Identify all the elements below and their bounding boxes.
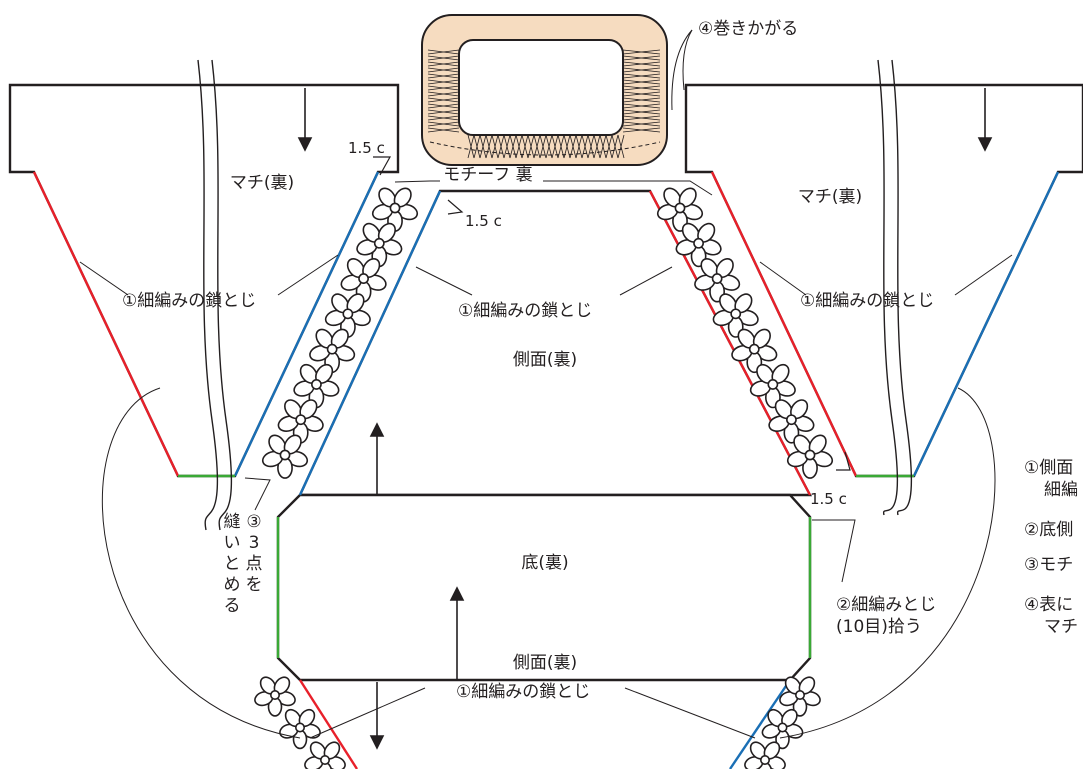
break-lines (197, 59, 913, 531)
sew-char: る (224, 596, 241, 616)
margin-markers (373, 156, 851, 471)
flower-motif (371, 187, 419, 232)
sew-char: め (224, 575, 241, 595)
flower-motif (786, 434, 834, 479)
note-2-line1: ②底側 (1024, 520, 1073, 540)
seam-machi-right-blue (912, 171, 1060, 477)
seam-machi-left-blue (233, 171, 380, 477)
flower-motif (277, 399, 324, 444)
note-4-line2: マチ (1044, 617, 1078, 637)
flower-motif (749, 363, 796, 409)
flower-motif (744, 741, 786, 769)
seam-bottom-side-blue (729, 679, 791, 769)
sew-char: 縫 (224, 512, 241, 532)
flower-motif-strips (254, 187, 834, 769)
seam-machi-left-red (32, 171, 180, 477)
label-margin-1: 1.5 c (348, 139, 385, 157)
flower-motif (694, 258, 741, 303)
sew-char: と (224, 554, 241, 574)
direction-arrows (297, 88, 993, 750)
label-machi-right: マチ(裏) (798, 186, 862, 207)
label-whipstitch: ④巻きかがる (698, 19, 798, 39)
label-chain-join-bottom: ①細編みの鎖とじ (456, 682, 590, 702)
note-1-line2: 細編 (1044, 480, 1078, 500)
label-side-bottom: 側面(裏) (513, 652, 577, 673)
flower-motif (761, 708, 804, 750)
sew-char: 3 (249, 533, 260, 553)
label-chain-join-right: ①細編みの鎖とじ (800, 291, 934, 311)
seam-machi-right-red (710, 171, 858, 477)
flower-motif (309, 328, 356, 374)
flower-motif (279, 708, 321, 750)
flower-motif (304, 741, 346, 769)
label-margin-3: 1.5 c (810, 490, 847, 508)
flower-motif (779, 676, 821, 717)
note-1-line1: ①側面 (1024, 458, 1073, 478)
flower-motif (340, 258, 387, 303)
flower-motif (768, 399, 815, 444)
motif-whipstitch (421, 14, 668, 166)
label-sc-join: ②細編みとじ (836, 595, 936, 615)
leader-lines (79, 29, 1013, 739)
label-sc-join-sub: (10目)拾う (836, 617, 922, 637)
seam-side-right-red (648, 190, 812, 496)
seam-bottom-side-red (298, 679, 359, 769)
flower-motif (356, 222, 403, 268)
label-chain-join-center: ①細編みの鎖とじ (458, 301, 592, 321)
note-4-line1: ④表に (1024, 595, 1073, 615)
flower-motif (254, 676, 296, 717)
sew-char: 点 (246, 554, 263, 574)
label-motif-back: モチーフ 裏 (443, 164, 532, 185)
flower-motif (261, 434, 309, 479)
flower-motif (712, 293, 759, 338)
label-side-top: 側面(裏) (513, 349, 577, 370)
sew-char: い (224, 533, 241, 553)
notes-panel: ①側面 細編 ②底側 ③モチ ④表に マチ (1024, 458, 1078, 637)
flower-motif (293, 363, 340, 409)
flower-motif (675, 222, 722, 268)
label-bottom: 底(裏) (521, 552, 568, 573)
label-sew-3-points: 縫 い と め る ③ 3 点 を (224, 512, 263, 616)
seam-side-left-blue (298, 190, 442, 496)
sew-char: を (246, 575, 263, 595)
label-chain-join-left: ①細編みの鎖とじ (122, 291, 256, 311)
label-machi-left: マチ(裏) (230, 172, 294, 193)
note-3-line1: ③モチ (1024, 555, 1073, 575)
label-margin-2: 1.5 c (465, 212, 502, 230)
sew-char: ③ (246, 512, 261, 532)
